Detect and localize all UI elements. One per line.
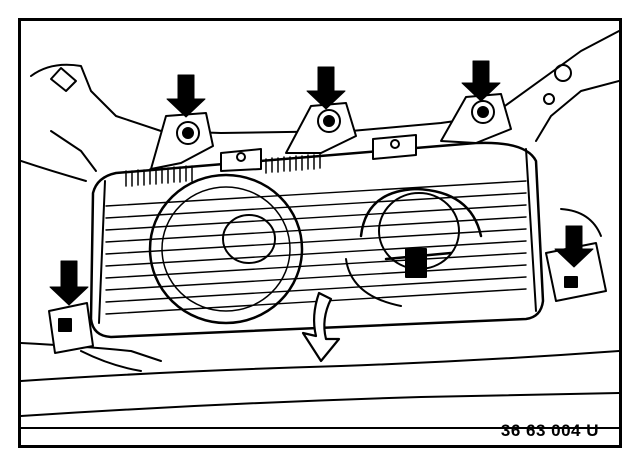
callout-arrows (49, 60, 594, 306)
vent-slots (125, 153, 321, 187)
mounting-brackets (48, 93, 607, 354)
headlight-removal-illustration (21, 30, 619, 429)
curved-arrow-icon (301, 291, 341, 363)
center-clips (220, 134, 417, 172)
down-arrow-icon (554, 225, 594, 268)
down-arrow-icon (306, 66, 346, 110)
down-arrow-icon (461, 60, 501, 102)
bracket-top-right (440, 93, 512, 144)
high-beam-reflector (345, 187, 483, 307)
bracket-left (48, 302, 94, 354)
headlight-housing (89, 134, 545, 339)
bracket-top-left (150, 112, 214, 170)
lens-ribs (105, 180, 527, 315)
down-arrow-icon (49, 260, 89, 306)
figure-reference-code: 36 63 004 U (500, 421, 599, 440)
bracket-top-center (285, 102, 357, 154)
down-arrow-icon (166, 74, 206, 118)
low-beam-reflector (148, 173, 304, 325)
figure-frame: 36 63 004 U (18, 18, 622, 448)
